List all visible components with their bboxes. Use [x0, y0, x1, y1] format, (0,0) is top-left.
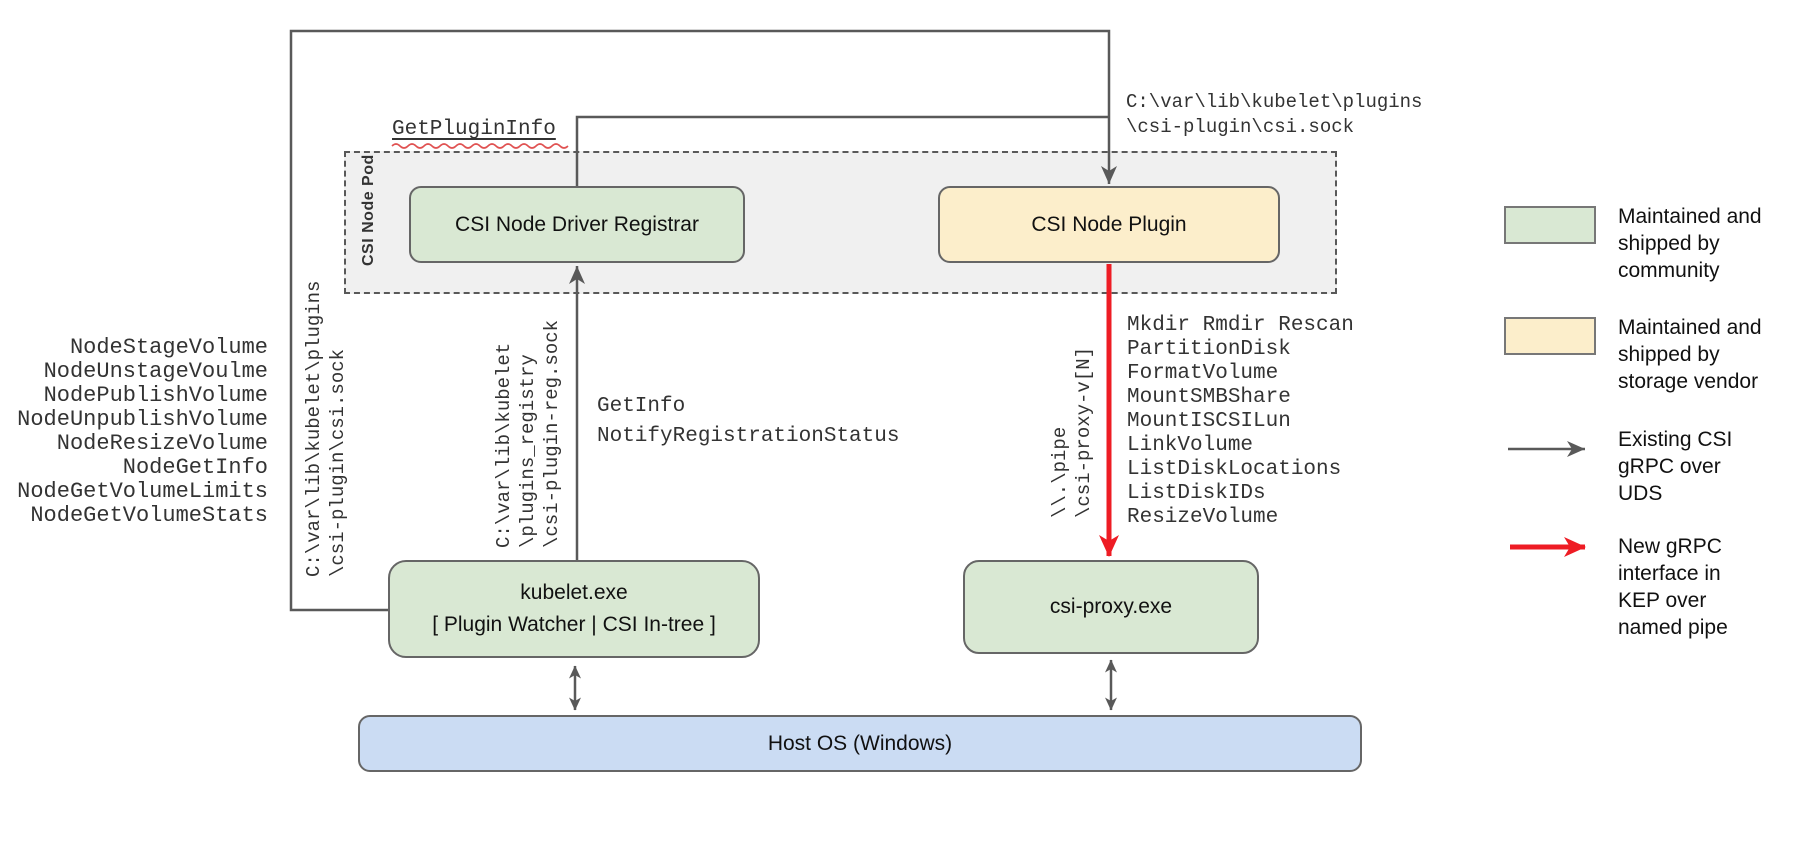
csi-sock-path-label-left: C:\var\lib\kubelet\plugins \csi-plugin\c… — [303, 280, 349, 577]
get-plugin-info-label: GetPluginInfo — [392, 118, 556, 141]
named-pipe-path-label: \\.\pipe \csi-proxy-v[N] — [1049, 346, 1095, 518]
kubelet-box: kubelet.exe [ Plugin Watcher | CSI In-tr… — [388, 560, 760, 658]
csi-node-pod-label: CSI Node Pod — [360, 154, 377, 266]
legend-label-existing-grpc: Existing CSI gRPC over UDS — [1618, 428, 1733, 505]
registry-sock-path-label: C:\var\lib\kubelet \plugins_registry \cs… — [493, 319, 563, 548]
csi-proxy-api-call-list: Mkdir Rmdir Rescan PartitionDisk FormatV… — [1127, 314, 1354, 529]
node-rpc-call-list: NodeStageVolume NodeUnstageVoulme NodePu… — [17, 335, 268, 528]
legend-swatch-vendor — [1504, 317, 1596, 355]
csi-node-driver-registrar-box: CSI Node Driver Registrar — [409, 186, 745, 263]
wavy-underline — [391, 143, 569, 149]
legend-label-new-grpc: New gRPC interface in KEP over named pip… — [1618, 535, 1728, 639]
registration-calls-label: GetInfo NotifyRegistrationStatus — [597, 395, 900, 448]
csi-sock-path-label-top: C:\var\lib\kubelet\plugins \csi-plugin\c… — [1126, 91, 1423, 138]
kubelet-label: kubelet.exe [ Plugin Watcher | CSI In-tr… — [432, 581, 716, 636]
csi-proxy-label: csi-proxy.exe — [1049, 595, 1173, 618]
csi-node-plugin-label: CSI Node Plugin — [1031, 212, 1187, 236]
csi-node-plugin-box: CSI Node Plugin — [938, 186, 1280, 263]
host-os-label: Host OS (Windows) — [767, 731, 953, 755]
host-os-box: Host OS (Windows) — [358, 715, 1362, 772]
csi-node-driver-registrar-label: CSI Node Driver Registrar — [455, 212, 699, 236]
legend-label-community: Maintained and shipped by community — [1618, 205, 1762, 282]
legend-swatch-community — [1504, 206, 1596, 244]
legend-label-vendor: Maintained and shipped by storage vendor — [1618, 316, 1762, 393]
csi-proxy-box: csi-proxy.exe — [963, 560, 1259, 654]
